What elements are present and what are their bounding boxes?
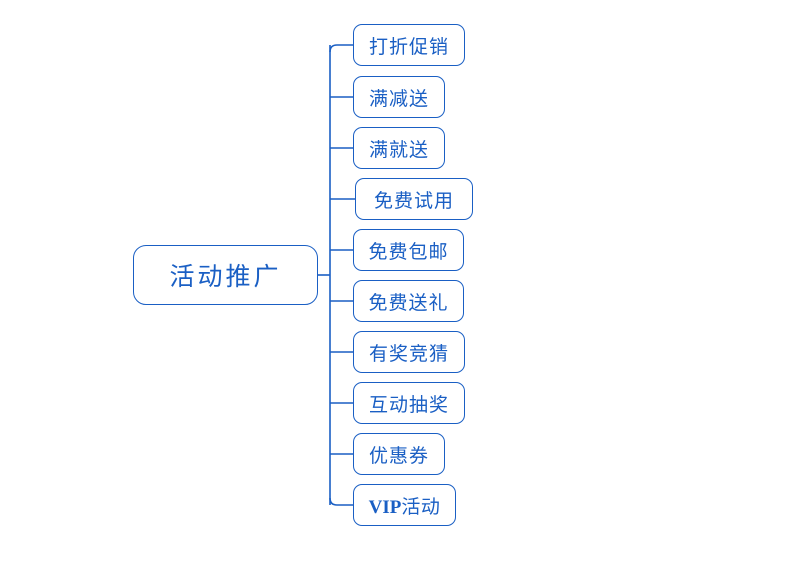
child-node[interactable]: 免费送礼 (353, 280, 464, 322)
child-node-label: 互动抽奖 (368, 394, 449, 416)
child-node[interactable]: 优惠券 (353, 433, 445, 475)
child-node-label-latin: VIP (368, 496, 402, 518)
child-node-label: VIP活动 (369, 492, 441, 519)
child-node-label: 满就送 (368, 139, 429, 161)
child-node-label: 有奖竞猜 (368, 343, 449, 365)
child-node-label: 免费送礼 (368, 292, 449, 314)
root-node-label: 活动推广 (169, 263, 282, 291)
child-node[interactable]: VIP活动 (353, 484, 456, 526)
child-node-label: 满减送 (368, 88, 429, 110)
child-node[interactable]: 满减送 (353, 76, 445, 118)
child-node[interactable]: 免费包邮 (353, 229, 464, 271)
child-node-label: 优惠券 (368, 445, 429, 467)
root-node[interactable]: 活动推广 (133, 245, 318, 305)
child-node-label-cjk: 活动 (401, 496, 441, 518)
child-node[interactable]: 免费试用 (355, 178, 473, 220)
child-node[interactable]: 互动抽奖 (353, 382, 465, 424)
child-node-label: 打折促销 (368, 36, 449, 58)
child-node[interactable]: 有奖竞猜 (353, 331, 465, 373)
child-node-label: 免费包邮 (368, 241, 449, 263)
child-node[interactable]: 打折促销 (353, 24, 465, 66)
branch-line (329, 497, 353, 506)
branch-line (329, 44, 353, 53)
child-node[interactable]: 满就送 (353, 127, 445, 169)
child-node-label: 免费试用 (373, 190, 454, 212)
